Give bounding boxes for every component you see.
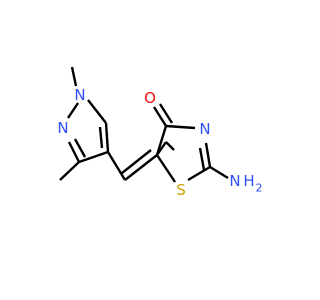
bond-c4t-o [152,106,168,127]
atom-nh2-subscript: 2 [256,182,263,195]
bond-c2-n3-double [198,147,206,171]
bond-c3-n2-double [73,138,87,158]
bond-c4t-cring [165,141,175,151]
atom-nh2-n: N [229,172,240,190]
bond-n1-methyl [70,66,78,87]
bond-n2-n1 [67,102,79,119]
atom-o: O [144,89,156,107]
bond-c4-ch [106,151,127,181]
molecule-structure: N N O N S N H 2 [57,66,263,199]
bond-c4-c3 [78,150,109,164]
bond-c5-c4-double [98,126,104,149]
atom-n1: N [74,86,85,104]
bond-c4t-c5t [155,125,168,156]
atom-n3: N [199,120,210,138]
bond-n3-c4t [165,124,196,130]
bond-ch-c5t-double [121,149,152,174]
bond-ch-c5t [124,154,158,181]
bond-n1-c5 [87,99,107,124]
bond-c2-n3 [204,142,212,168]
bond-c5t-s [156,154,176,183]
bond-c3-n2 [67,141,81,163]
bond-s-c2 [187,165,211,182]
bond-c5-c4 [104,122,110,153]
bonds [59,66,229,183]
bond-c2-nh2 [209,165,229,180]
atom-nh2-h: H [243,172,254,190]
atom-n2: N [57,119,68,137]
atom-s: S [176,181,186,199]
bond-c3-methyl [59,161,80,181]
atom-labels: N N O N S N H 2 [57,86,262,199]
bond-c4t-o-double [158,103,174,124]
